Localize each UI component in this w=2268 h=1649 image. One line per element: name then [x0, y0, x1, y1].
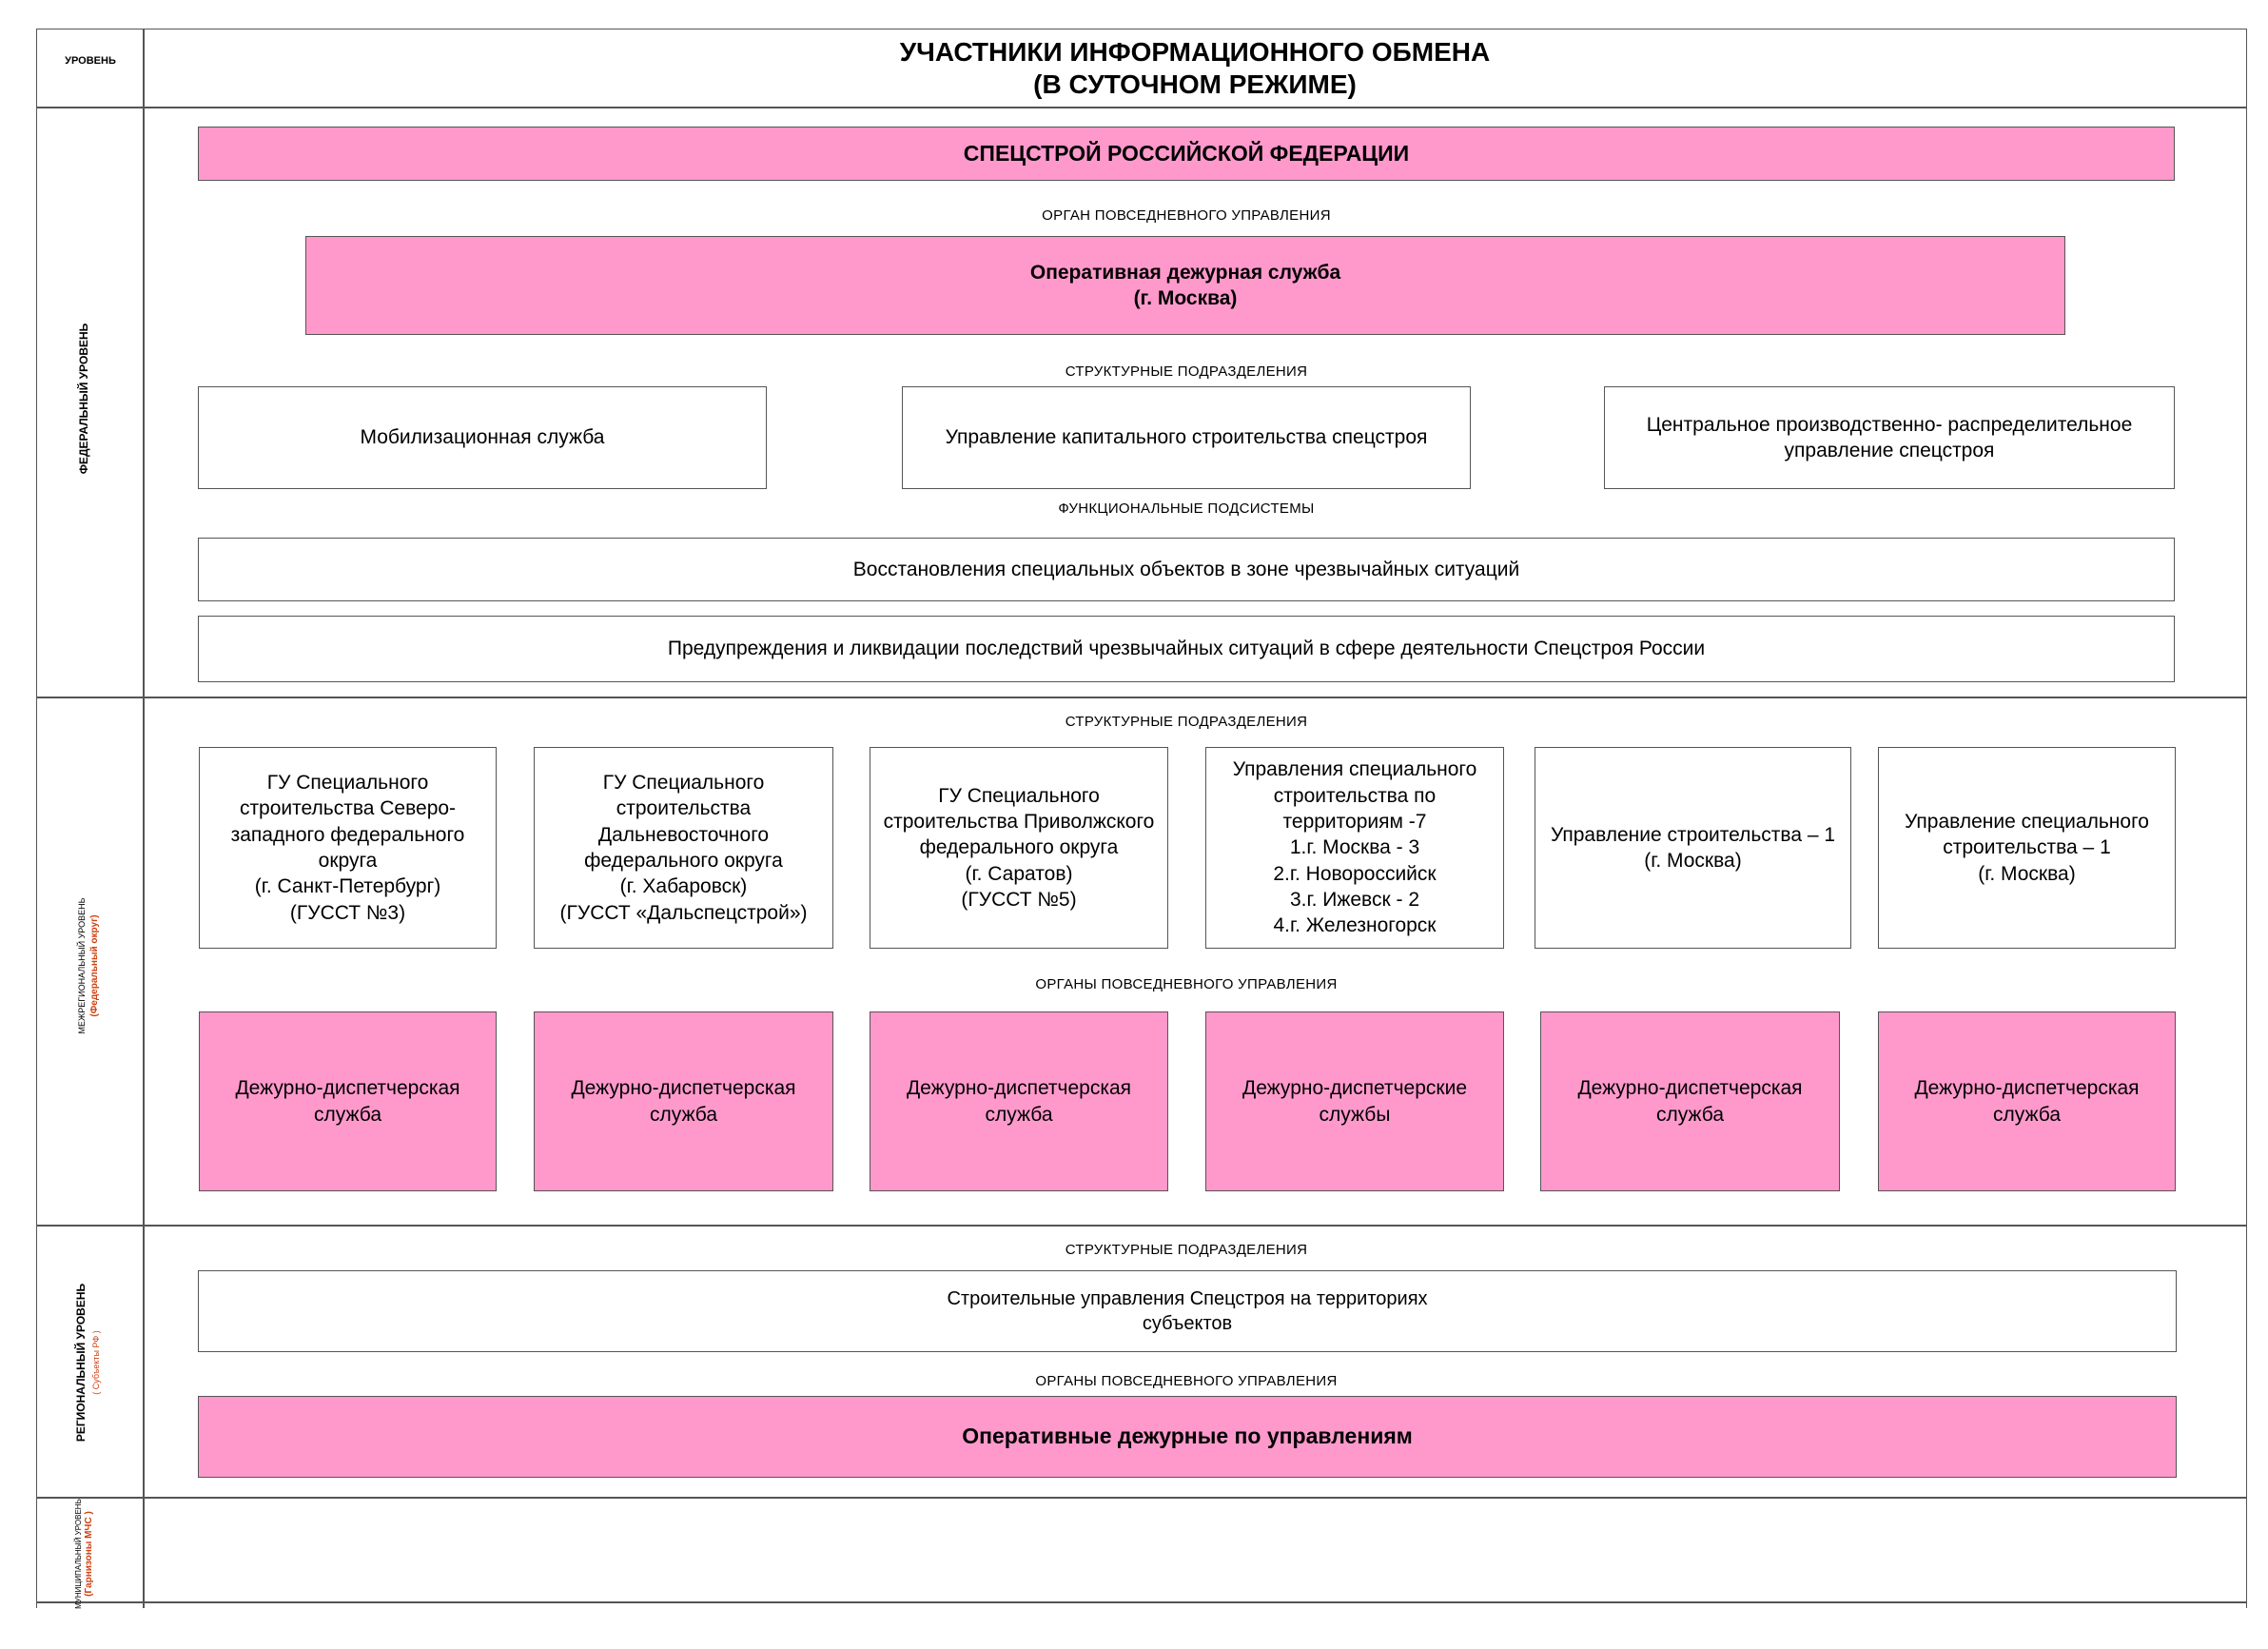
federal-unit-text: Центральное производственно- распределит… — [1646, 413, 2133, 461]
level-federal-label: ФЕДЕРАЛЬНЫЙ УРОВЕНЬ — [77, 323, 90, 475]
interregional-unit-text: ГУ Специального строительства Приволжско… — [883, 784, 1155, 911]
regional-duty-text: Оперативные дежурные по управлениям — [962, 1423, 1413, 1449]
interregional-unit-text: ГУ Специального строительства Дальневост… — [559, 772, 808, 924]
subsystem-text: Предупреждения и ликвидации последствий … — [667, 638, 1706, 660]
municipal-label-sub: (Гарнизоны МЧС ) — [84, 1511, 94, 1597]
federal-divider — [36, 697, 2247, 698]
level-column-divider — [143, 29, 145, 1608]
interregional-label-main: МЕЖРЕГИОНАЛЬНЫЙ УРОВЕНЬ — [77, 897, 87, 1034]
spetsstroy-rf-box: СПЕЦСТРОЙ РОССИЙСКОЙ ФЕДЕРАЦИИ — [198, 127, 2175, 181]
spetsstroy-rf-text: СПЕЦСТРОЙ РОССИЙСКОЙ ФЕДЕРАЦИИ — [963, 140, 1410, 166]
header-divider — [36, 107, 2247, 108]
interregional-duty-1: Дежурно-диспетчерская служба — [199, 1011, 497, 1191]
interregional-unit-3: ГУ Специального строительства Приволжско… — [870, 747, 1168, 949]
interregional-unit-4: Управления специального строительства по… — [1205, 747, 1504, 949]
regional-construction-units: Строительные управления Спецстроя на тер… — [198, 1270, 2177, 1352]
interregional-duty-text: Дежурно-диспетчерская служба — [571, 1077, 796, 1126]
federal-unit-mobilization: Мобилизационная служба — [198, 386, 767, 489]
caption-federal-struct: СТРУКТУРНЫЕ ПОДРАЗДЕЛЕНИЯ — [1065, 363, 1308, 380]
interregional-duty-4: Дежурно-диспетчерские службы — [1205, 1011, 1504, 1191]
municipal-label-main: МУНИЦИПАЛЬНЫЙ УРОВЕНЬ — [74, 1499, 83, 1609]
regional-duty-box: Оперативные дежурные по управлениям — [198, 1396, 2177, 1478]
interregional-unit-text: ГУ Специального строительства Северо- за… — [230, 772, 465, 924]
federal-unit-text: Управление капитального строительства сп… — [945, 426, 1428, 449]
caption-regional-daily: ОРГАНЫ ПОВСЕДНЕВНОГО УПРАВЛЕНИЯ — [1035, 1373, 1338, 1389]
outer-frame — [36, 29, 2247, 1608]
interregional-duty-text: Дежурно-диспетчерская служба — [235, 1077, 460, 1126]
interregional-duty-5: Дежурно-диспетчерская служба — [1540, 1011, 1840, 1191]
interregional-unit-6: Управление специального строительства – … — [1878, 747, 2176, 949]
title-line-2: (В СУТОЧНОМ РЕЖИМЕ) — [1033, 69, 1357, 99]
interregional-unit-text: Управление специального строительства – … — [1905, 811, 2149, 885]
regional-divider — [36, 1497, 2247, 1499]
interregional-label-sub: (Федеральный округ) — [89, 914, 100, 1017]
interregional-duty-text: Дежурно-диспетчерская служба — [1914, 1077, 2140, 1126]
caption-interregional-daily: ОРГАНЫ ПОВСЕДНЕВНОГО УПРАВЛЕНИЯ — [1035, 976, 1338, 992]
federal-unit-capital-construction: Управление капитального строительства сп… — [902, 386, 1471, 489]
federal-duty-service-box: Оперативная дежурная служба (г. Москва) — [305, 236, 2065, 335]
level-header: УРОВЕНЬ — [65, 55, 116, 67]
interregional-divider — [36, 1225, 2247, 1227]
interregional-unit-text: Управления специального строительства по… — [1232, 758, 1477, 937]
interregional-duty-6: Дежурно-диспетчерская служба — [1878, 1011, 2176, 1191]
diagram-title: УЧАСТНИКИ ИНФОРМАЦИОННОГО ОБМЕНА (В СУТО… — [145, 36, 2245, 101]
interregional-unit-text: Управление строительства – 1 (г. Москва) — [1550, 823, 1836, 872]
caption-federal-func: ФУНКЦИОНАЛЬНЫЕ ПОДСИСТЕМЫ — [1058, 501, 1315, 517]
federal-unit-text: Мобилизационная служба — [360, 426, 605, 449]
interregional-duty-text: Дежурно-диспетчерская служба — [906, 1077, 1132, 1126]
federal-unit-central-distribution: Центральное производственно- распределит… — [1604, 386, 2175, 489]
interregional-duty-text: Дежурно-диспетчерская служба — [1577, 1077, 1803, 1126]
level-interregional-label: МЕЖРЕГИОНАЛЬНЫЙ УРОВЕНЬ (Федеральный окр… — [75, 823, 104, 1109]
regional-unit-text: Строительные управления Спецстроя на тер… — [947, 1288, 1428, 1334]
subsystem-restoration: Восстановления специальных объектов в зо… — [198, 538, 2175, 601]
federal-duty-service-text: Оперативная дежурная служба (г. Москва) — [1029, 261, 1341, 309]
interregional-unit-2: ГУ Специального строительства Дальневост… — [534, 747, 833, 949]
caption-regional-struct: СТРУКТУРНЫЕ ПОДРАЗДЕЛЕНИЯ — [1065, 1242, 1308, 1258]
interregional-unit-1: ГУ Специального строительства Северо- за… — [199, 747, 497, 949]
interregional-duty-2: Дежурно-диспетчерская служба — [534, 1011, 833, 1191]
subsystem-text: Восстановления специальных объектов в зо… — [852, 558, 1520, 580]
interregional-duty-text: Дежурно-диспетчерские службы — [1242, 1077, 1467, 1126]
subsystem-prevention: Предупреждения и ликвидации последствий … — [198, 616, 2175, 682]
interregional-duty-3: Дежурно-диспетчерская служба — [870, 1011, 1168, 1191]
caption-federal-daily: ОРГАН ПОВСЕДНЕВНОГО УПРАВЛЕНИЯ — [1042, 207, 1331, 224]
caption-interregional-struct: СТРУКТУРНЫЕ ПОДРАЗДЕЛЕНИЯ — [1065, 714, 1308, 730]
title-line-1: УЧАСТНИКИ ИНФОРМАЦИОННОГО ОБМЕНА — [899, 37, 1491, 67]
interregional-unit-5: Управление строительства – 1 (г. Москва) — [1535, 747, 1851, 949]
level-municipal-label: МУНИЦИПАЛЬНЫЙ УРОВЕНЬ (Гарнизоны МЧС ) — [73, 1459, 109, 1649]
